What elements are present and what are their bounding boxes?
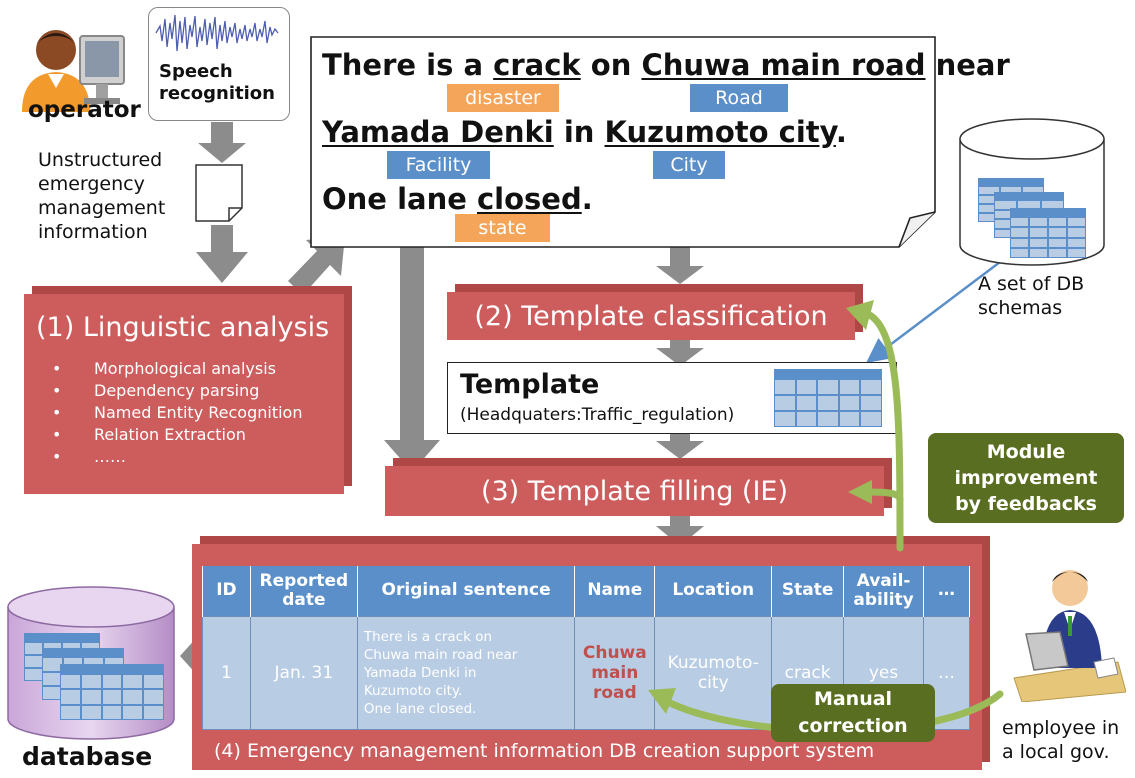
arrow-doc-to-linguistic [196,225,248,283]
template-subtitle: (Headquaters:Traffic_regulation) [460,405,735,425]
cell-id: 1 [202,615,251,730]
entity-crack: crack [493,48,581,82]
tag-state: state [455,214,550,242]
sentence-text: One lane [322,182,477,216]
col-header-more: … [923,566,970,616]
employee-illustration [1013,570,1126,702]
cell-name[interactable]: Chuwa main road [574,615,656,730]
list-item: •Named Entity Recognition [52,403,303,422]
tag-city: City [653,151,725,179]
entity-closed: closed [476,182,582,216]
arrow-sentence-to-filling [384,244,440,472]
database-table-icon [60,664,164,720]
entity-chuwa-main-road: Chuwa main road [641,48,926,82]
template-classification-box: (2) Template classification [447,292,855,340]
linguistic-analysis-title: (1) Linguistic analysis [36,312,330,343]
sentence-text: There is a [322,48,494,82]
sentence-box: There is a crack on Chuwa main road near… [310,36,1010,248]
col-header-name: Name [574,566,656,616]
tag-road: Road [690,84,788,112]
cell-location: Kuzumoto- city [654,615,773,730]
schema-table-icon [1010,208,1086,258]
template-table-icon [774,369,882,427]
list-item: •…… [52,447,126,466]
sentence-text: . [581,182,593,216]
sentence-text: . [835,115,847,149]
operator-label: operator [28,97,141,123]
list-item: •Morphological analysis [52,359,277,378]
col-header-availability: Avail- ability [843,566,925,616]
arrow-sentence-to-classification [656,246,704,284]
database-label: database [22,742,153,771]
col-header-id: ID [202,566,251,616]
col-header-state: State [771,566,845,616]
list-item: •Dependency parsing [52,381,260,400]
system-label: (4) Emergency management information DB … [214,740,875,762]
waveform-icon [155,14,279,52]
module-improvement-label: Module improvement by feedbacks [928,433,1124,523]
arrow-template-to-filling [656,433,704,459]
col-header-original-sentence: Original sentence [356,566,576,616]
arrow-filling-to-system [656,516,704,546]
template-box: Template (Headquaters:Traffic_regulation… [447,362,897,434]
sentence-text: in [553,115,605,149]
cell-date: Jan. 31 [249,615,358,730]
sentence-line-2: Yamada Denki in Kuzumoto city. [322,115,847,149]
sentence-text: on [580,48,642,82]
speech-recognition-label: Speech recognition [159,61,275,104]
template-filling-box: (3) Template filling (IE) [385,466,884,516]
linguistic-analysis-list: •Morphological analysis •Dependency pars… [30,358,302,468]
col-header-reported-date: Reported date [249,566,358,616]
speech-recognition-box: Speech recognition [148,7,290,121]
db-schemas-label: A set of DB schemas [978,273,1085,319]
manual-correction-label: Manual correction [771,684,935,742]
entity-yamada-denki: Yamada Denki [322,115,554,149]
unstructured-info-label: Unstructured emergency management inform… [38,149,166,243]
arrow-speech-to-doc [198,122,246,163]
operator-icon [22,30,125,112]
document-icon [195,164,243,222]
template-title: Template [460,369,600,400]
sentence-line-3: One lane closed. [322,182,593,216]
col-header-location: Location [654,566,773,616]
entity-kuzumoto-city: Kuzumoto city [604,115,836,149]
tag-disaster: disaster [447,84,559,112]
sentence-text: near [925,48,1010,82]
cell-sentence: There is a crack on Chuwa main road near… [356,615,576,730]
sentence-line-1: There is a crack on Chuwa main road near [322,48,1010,82]
operator-illustration [18,22,136,112]
linguistic-analysis-box: (1) Linguistic analysis •Morphological a… [24,294,344,494]
list-item: •Relation Extraction [52,425,246,444]
tag-facility: Facility [387,151,490,179]
employee-label: employee in a local gov. [1002,717,1120,763]
